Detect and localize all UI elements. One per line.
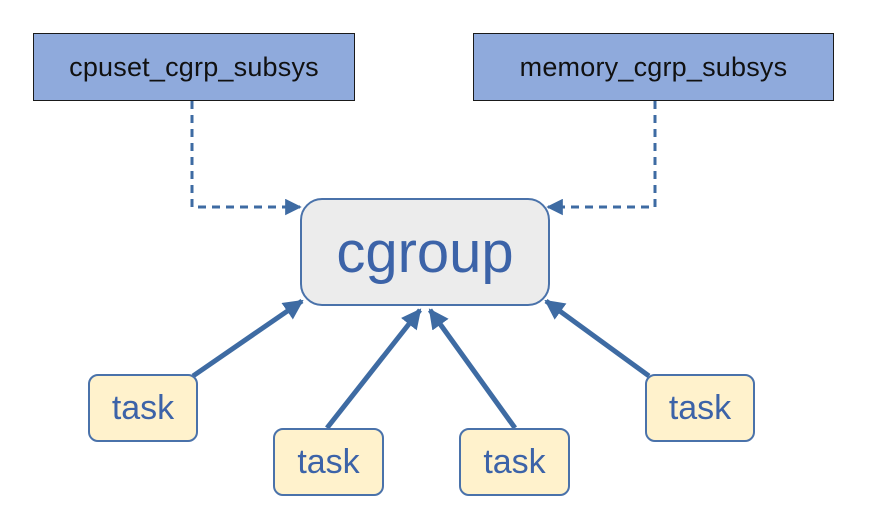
task-box-2: task bbox=[273, 428, 384, 496]
task-label: task bbox=[668, 388, 732, 427]
task-box-3: task bbox=[459, 428, 570, 496]
task-box-1: task bbox=[88, 374, 198, 442]
edge-task-2-to-cgroup bbox=[325, 308, 422, 430]
edge-task-1-to-cgroup bbox=[191, 298, 304, 379]
task-label: task bbox=[111, 388, 175, 427]
edge-task-3-to-cgroup bbox=[427, 308, 518, 430]
cgroup-label: cgroup bbox=[336, 219, 514, 285]
memory-subsys-box: memory_cgrp_subsys bbox=[473, 33, 834, 101]
edge-task-4-to-cgroup bbox=[544, 298, 651, 379]
cgroup-box: cgroup bbox=[300, 198, 550, 306]
cpuset-subsys-box: cpuset_cgrp_subsys bbox=[33, 33, 355, 101]
task-label: task bbox=[483, 442, 546, 481]
edge-memory-to-cgroup bbox=[546, 101, 657, 216]
memory-subsys-label: memory_cgrp_subsys bbox=[519, 51, 788, 82]
task-label: task bbox=[297, 442, 360, 481]
task-box-4: task bbox=[645, 374, 755, 442]
cpuset-subsys-label: cpuset_cgrp_subsys bbox=[69, 51, 319, 82]
edge-cpuset-to-cgroup bbox=[190, 101, 302, 216]
